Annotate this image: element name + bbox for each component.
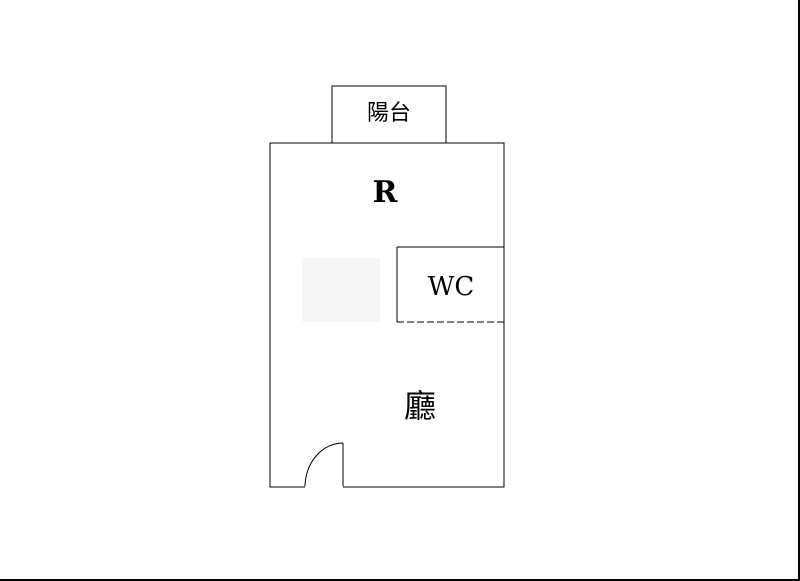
hall-label: 廳 [404, 387, 436, 425]
balcony-outline [331, 85, 447, 144]
balcony-label: 陽台 [367, 101, 411, 126]
faint-patch [302, 258, 380, 322]
room-label: R [373, 175, 399, 210]
balcony-room: 陽台 [331, 85, 447, 144]
wc-label: WC [428, 272, 475, 302]
entry-door [304, 442, 344, 488]
door-swing-arc [304, 442, 344, 488]
wc-room: WC [396, 246, 504, 323]
